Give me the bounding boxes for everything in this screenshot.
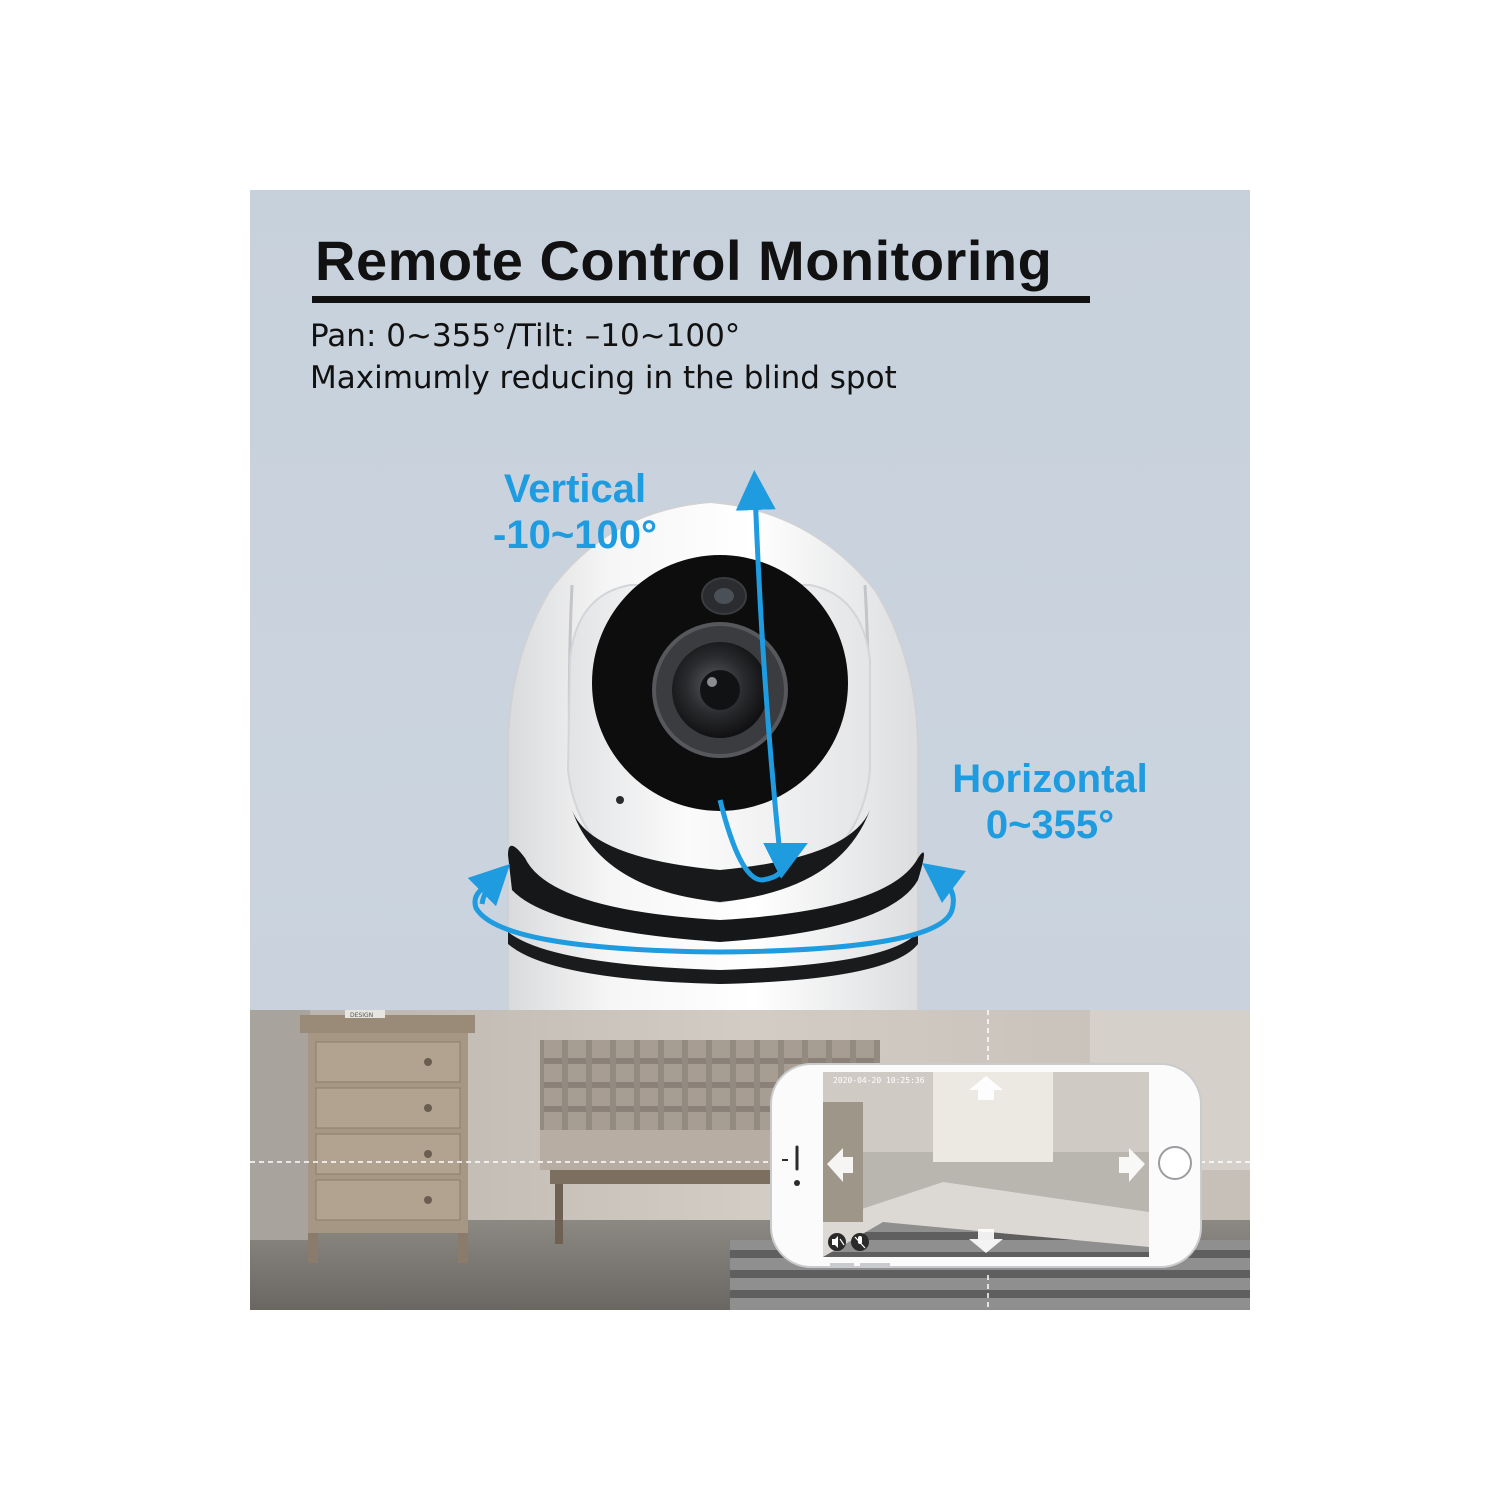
camera-head	[566, 555, 871, 904]
vertical-label-range: -10~100°	[493, 513, 657, 557]
speaker-mute-icon[interactable]	[828, 1233, 846, 1251]
vertical-range-label: Vertical -10~100°	[475, 466, 675, 558]
home-button[interactable]	[1158, 1146, 1192, 1180]
dresser: DESIGN	[300, 1010, 475, 1263]
microphone-hole	[616, 796, 624, 804]
page-title: Remote Control Monitoring	[315, 229, 1053, 292]
front-camera	[794, 1180, 800, 1186]
video-timestamp: 2020-04-20 10:25:36	[833, 1076, 925, 1085]
arrow-right-icon[interactable]	[1119, 1148, 1145, 1182]
arrow-up-icon[interactable]	[969, 1076, 1003, 1100]
phone-screen: 2020-04-20 10:25:36	[823, 1072, 1149, 1257]
arrow-left-icon[interactable]	[827, 1148, 853, 1182]
vertical-label-name: Vertical	[503, 467, 647, 511]
horizontal-label-name: Horizontal	[952, 757, 1148, 801]
blind-spot-text: Maximumly reducing in the blind spot	[310, 360, 897, 396]
pan-tilt-spec: Pan: 0~355°/Tilt: –10~100°	[310, 318, 741, 354]
horizontal-return-arrow	[467, 863, 511, 907]
vertical-return-arrow	[763, 843, 808, 879]
rotation-band	[508, 845, 924, 984]
horizontal-label-range: 0~355°	[985, 803, 1115, 847]
furniture-label: DESIGN	[350, 1012, 373, 1019]
promo-panel: Remote Control Monitoring Pan: 0~355°/Ti…	[250, 190, 1250, 1310]
arrow-down-icon[interactable]	[969, 1229, 1003, 1253]
camera-illustration	[467, 470, 967, 1020]
title-underline	[312, 296, 1090, 303]
mic-mute-icon[interactable]	[851, 1233, 869, 1251]
smartphone: 2020-04-20 10:25:36	[770, 1063, 1202, 1268]
horizontal-range-label: Horizontal 0~355°	[930, 756, 1170, 848]
horizontal-rotation-arrow	[472, 862, 967, 955]
